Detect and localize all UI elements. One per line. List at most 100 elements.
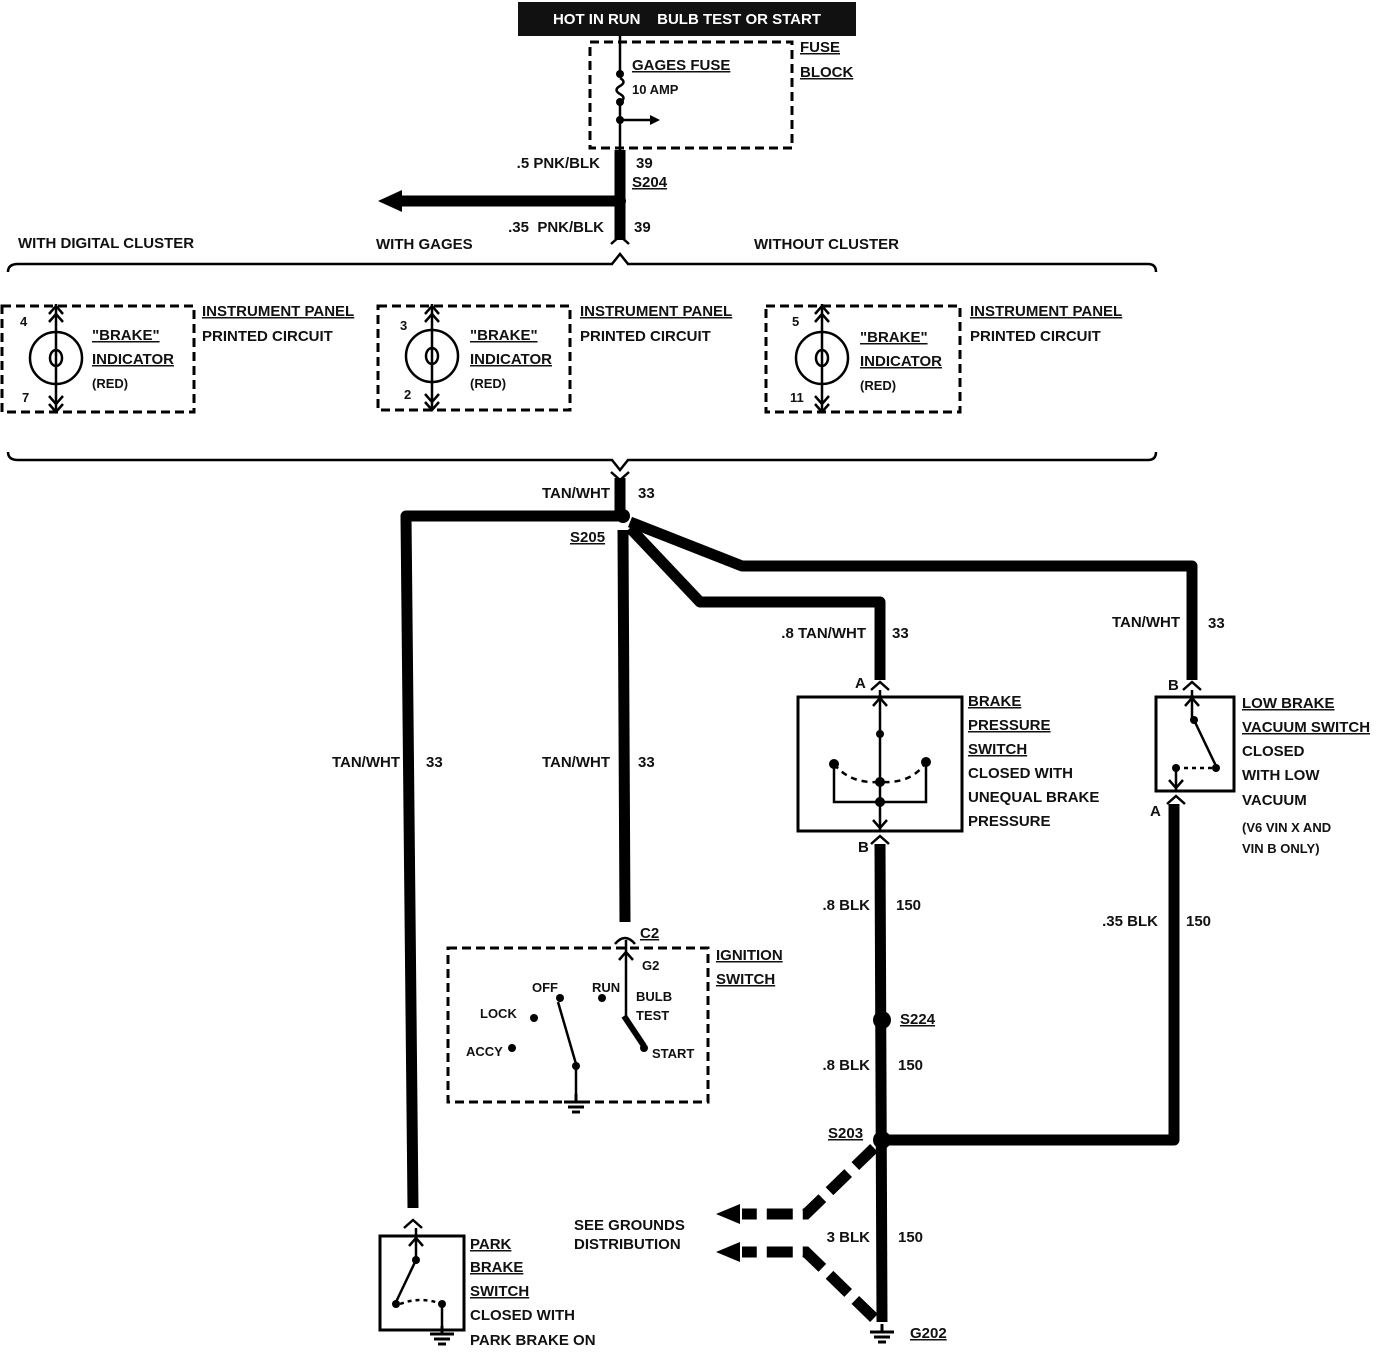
- mid-branch-circuit: 33: [638, 754, 655, 771]
- indicator-1-panel-2: PRINTED CIRCUIT: [202, 328, 333, 345]
- left-branch-circuit: 33: [426, 754, 443, 771]
- brake-indicator-nocluster: 5 11 "BRAKE" INDICATOR (RED) INSTRUMENT …: [764, 303, 1122, 414]
- indicator-1-color: (RED): [92, 376, 128, 391]
- pressure-branch-circuit: 33: [892, 625, 909, 642]
- variant-brace-top: [6, 251, 1158, 273]
- vacuum-branch-circuit: 33: [1208, 615, 1225, 632]
- lbvs-title-2: VACUUM SWITCH: [1242, 719, 1370, 736]
- ign-pos-bulb: BULB: [636, 989, 672, 1004]
- pbs-title-1: PARK: [470, 1236, 512, 1253]
- lbvs-pin-out: A: [1150, 803, 1161, 820]
- fuse-block-title-2: BLOCK: [800, 64, 853, 81]
- ign-pos-lock: LOCK: [480, 1006, 517, 1021]
- indicator-1-panel-1: INSTRUMENT PANEL: [202, 303, 354, 320]
- bps-desc-1: CLOSED WITH: [968, 765, 1073, 782]
- brake-pressure-switch: A B BRAKE PRESSURE SWITCH CLOSED WITH UN…: [796, 675, 1099, 856]
- power-header: HOT IN RUN BULB TEST OR START: [518, 2, 856, 36]
- indicator-2-name-1: "BRAKE": [470, 327, 538, 344]
- lbvs-desc-2: WITH LOW: [1242, 767, 1320, 784]
- splice-s203-label: S203: [828, 1125, 863, 1142]
- indicator-1-name-1: "BRAKE": [92, 327, 160, 344]
- splice-s205-label: S205: [570, 529, 605, 546]
- indicator-2-color: (RED): [470, 376, 506, 391]
- splice-s204-dot: [614, 195, 626, 207]
- lbvs-pin-in: B: [1168, 677, 1179, 694]
- lbvs-desc-1: CLOSED: [1242, 743, 1305, 760]
- bps-pin-in: A: [855, 675, 866, 692]
- indicator-3-name-2: INDICATOR: [860, 353, 942, 370]
- arrow-left-icon: [716, 1242, 740, 1262]
- indicator-3-pin-top: 5: [792, 314, 799, 329]
- s205-wire: TAN/WHT: [542, 485, 610, 502]
- gc-upper-wire: .8 BLK: [822, 897, 870, 914]
- feed-upper-wire: .5 PNK/BLK: [517, 155, 601, 172]
- ign-pos-accy: ACCY: [466, 1044, 503, 1059]
- variant-brace-bottom: [6, 451, 1158, 473]
- fuse-name: GAGES FUSE: [632, 57, 730, 74]
- grounds-dist-1: SEE GROUNDS: [574, 1217, 685, 1234]
- ign-title-1: IGNITION: [716, 947, 783, 964]
- fuse-block-title-1: FUSE: [800, 39, 840, 56]
- fuse-rating: 10 AMP: [632, 82, 679, 97]
- indicator-3-panel-1: INSTRUMENT PANEL: [970, 303, 1122, 320]
- ground-circuit-150: .8 BLK 150 S224 .8 BLK 150 S203 .35 BLK …: [574, 804, 1211, 1344]
- arrow-left-icon: [716, 1204, 740, 1224]
- indicator-2-panel-2: PRINTED CIRCUIT: [580, 328, 711, 345]
- indicator-2-pin-bottom: 2: [404, 387, 411, 402]
- bps-title-3: SWITCH: [968, 741, 1027, 758]
- grounds-dist-2: DISTRIBUTION: [574, 1236, 681, 1253]
- arrow-left-icon: [378, 190, 402, 212]
- ign-pos-off: OFF: [532, 980, 558, 995]
- ground-g202-label: G202: [910, 1325, 947, 1342]
- ign-pos-run: RUN: [592, 980, 620, 995]
- indicator-3-name-1: "BRAKE": [860, 329, 928, 346]
- vacuum-branch-wire: TAN/WHT: [1112, 614, 1180, 631]
- circuit-33-distribution: TAN/WHT 33 S205 TAN/WHT 33 TAN/WHT 33 .8…: [332, 471, 1225, 1209]
- indicator-2-name-2: INDICATOR: [470, 351, 552, 368]
- indicator-3-pin-bottom: 11: [790, 390, 804, 405]
- bps-pin-out: B: [858, 839, 869, 856]
- ign-connector: C2: [640, 925, 659, 942]
- s205-circuit: 33: [638, 485, 655, 502]
- variant-nocluster-label: WITHOUT CLUSTER: [754, 236, 899, 253]
- indicator-3-panel-2: PRINTED CIRCUIT: [970, 328, 1101, 345]
- bps-desc-3: PRESSURE: [968, 813, 1051, 830]
- variant-gages-label: WITH GAGES: [376, 236, 473, 253]
- brake-indicator-gages: 3 2 "BRAKE" INDICATOR (RED) INSTRUMENT P…: [376, 303, 732, 412]
- fuse-block-outline: [588, 40, 794, 150]
- indicator-1-pin-bottom: 7: [22, 390, 29, 405]
- indicator-1-name-2: INDICATOR: [92, 351, 174, 368]
- splice-s203-dot: [873, 1131, 891, 1149]
- header-bar: [518, 2, 856, 36]
- mid-branch-wire: TAN/WHT: [542, 754, 610, 771]
- indicator-1-pin-top: 4: [20, 314, 28, 329]
- header-label: HOT IN RUN BULB TEST OR START: [553, 11, 821, 28]
- pbs-title-3: SWITCH: [470, 1283, 529, 1300]
- indicator-2-panel-1: INSTRUMENT PANEL: [580, 303, 732, 320]
- gc-upper-circuit: 150: [896, 897, 921, 914]
- lbvs-desc-3: VACUUM: [1242, 792, 1307, 809]
- ign-pos-test: TEST: [636, 1008, 669, 1023]
- indicator-3-color: (RED): [860, 378, 896, 393]
- brake-indicator-digital: 4 7 "BRAKE" INDICATOR (RED) INSTRUMENT P…: [0, 303, 354, 414]
- splice-s224-dot: [873, 1011, 891, 1029]
- bulb-icon: [794, 330, 850, 386]
- indicator-2-pin-top: 3: [400, 318, 407, 333]
- ignition-switch: C2 G2 IGNITION SWITCH OFF RUN LOCK ACCY …: [446, 925, 783, 1114]
- low-brake-vacuum-switch: B A LOW BRAKE VACUUM SWITCH CLOSED WITH …: [1150, 677, 1370, 856]
- gc-mid-circuit: 150: [898, 1057, 923, 1074]
- lbvs-note-2: VIN B ONLY): [1242, 841, 1320, 856]
- bps-title-2: PRESSURE: [968, 717, 1051, 734]
- pressure-branch-wire: .8 TAN/WHT: [781, 625, 866, 642]
- gc-vac-circuit: 150: [1186, 913, 1211, 930]
- splice-s204-label: S204: [632, 174, 668, 191]
- gc-lower-wire: 3 BLK: [827, 1229, 871, 1246]
- feed-lower-wire: .35 PNK/BLK: [508, 219, 604, 236]
- pbs-desc-1: CLOSED WITH: [470, 1307, 575, 1324]
- ignition-ground-icon: [562, 1092, 590, 1114]
- feed-upper-circuit: 39: [636, 155, 653, 172]
- bps-title-1: BRAKE: [968, 693, 1021, 710]
- fuse-block: GAGES FUSE 10 AMP FUSE BLOCK: [588, 36, 853, 150]
